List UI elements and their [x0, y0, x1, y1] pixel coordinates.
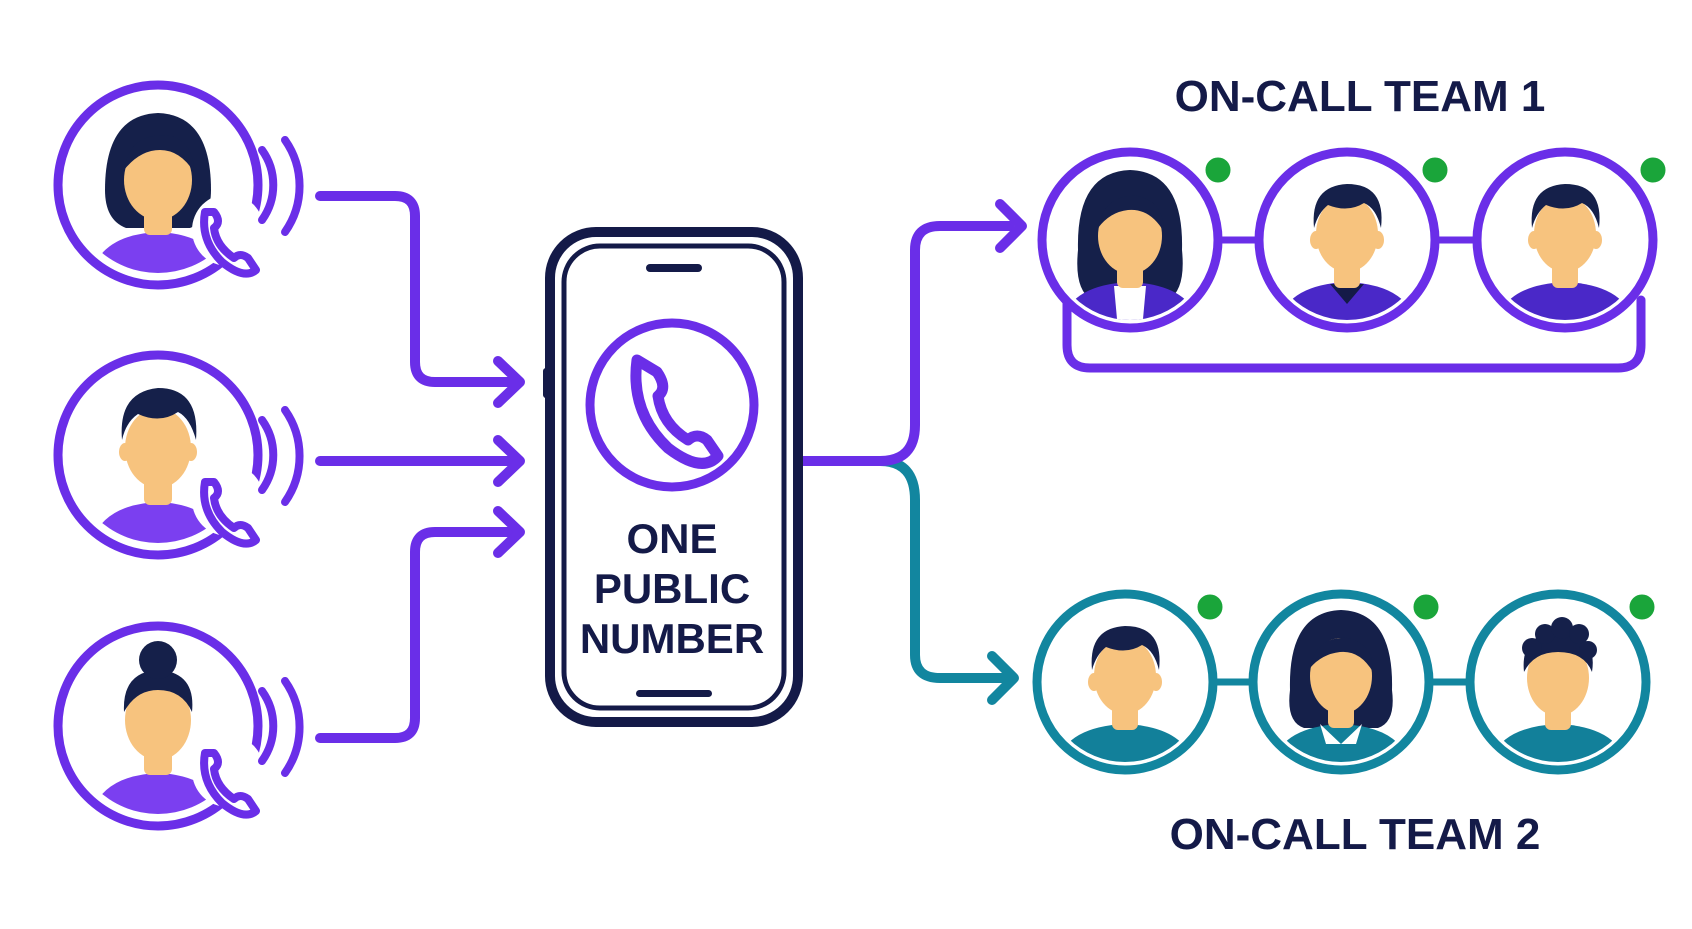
- team-1-member-2: [1254, 147, 1451, 333]
- hair-bun: [139, 641, 177, 679]
- team-2-title: ON-CALL TEAM 2: [1170, 810, 1541, 859]
- caller-2-ring: [53, 350, 263, 560]
- team-1-group: [1037, 147, 1669, 373]
- caller-3-ring: [53, 621, 263, 831]
- phone-label-line-3: NUMBER: [580, 615, 764, 662]
- team-2-member-2: [1248, 589, 1442, 775]
- arrowhead-caller-3: [493, 506, 525, 558]
- online-status-dot: [1194, 591, 1226, 623]
- team-2-member-3: [1465, 589, 1658, 775]
- outgoing-connectors: [795, 199, 1027, 705]
- arrowhead-caller-2: [493, 435, 525, 487]
- public-number-phone: ONE PUBLIC NUMBER: [543, 227, 803, 727]
- connector-caller-1: [315, 191, 515, 387]
- arrowhead-caller-1: [493, 356, 525, 408]
- connector-team-2: [875, 456, 1010, 683]
- team-1-member-1: [1037, 147, 1234, 333]
- caller-2: [53, 350, 304, 560]
- caller-1-ring: [53, 80, 263, 290]
- incoming-connectors: [315, 191, 525, 743]
- online-status-dot: [1637, 154, 1669, 186]
- phone-handset-icon: [630, 354, 724, 469]
- arrowhead-team-1: [995, 199, 1027, 253]
- face: [124, 140, 192, 220]
- incoming-call-icon: [192, 677, 304, 819]
- ear-left: [119, 443, 131, 461]
- phone-home-bar: [636, 690, 712, 697]
- online-status-dot: [1410, 591, 1442, 623]
- phone-call-icon-ring: [585, 318, 759, 492]
- phone-label-line-2: PUBLIC: [594, 565, 750, 612]
- connector-team-1: [795, 221, 1015, 466]
- face: [125, 408, 191, 488]
- online-status-dot: [1419, 154, 1451, 186]
- team-1-bracket: [1062, 295, 1646, 373]
- shirt: [88, 773, 228, 814]
- team-2-member-1: [1032, 589, 1226, 775]
- hair: [123, 670, 193, 712]
- team-2-group: [1032, 589, 1658, 775]
- shirt: [88, 502, 228, 543]
- shirt: [88, 232, 228, 273]
- online-status-dot: [1626, 591, 1658, 623]
- team-1-member-3: [1472, 147, 1669, 333]
- hair: [121, 388, 197, 440]
- phone-label-line-1: ONE: [626, 515, 717, 562]
- online-status-dot: [1202, 154, 1234, 186]
- team-1-title: ON-CALL TEAM 1: [1175, 72, 1546, 121]
- incoming-call-icon: [192, 136, 304, 278]
- face: [125, 680, 191, 760]
- arrowhead-team-2: [987, 651, 1019, 705]
- phone-speaker: [646, 264, 702, 272]
- fringe: [124, 135, 194, 172]
- incoming-call-icon: [192, 406, 304, 548]
- connector-caller-3: [315, 527, 515, 743]
- caller-1: [53, 80, 304, 290]
- ear-right: [185, 443, 197, 461]
- caller-3: [53, 621, 304, 831]
